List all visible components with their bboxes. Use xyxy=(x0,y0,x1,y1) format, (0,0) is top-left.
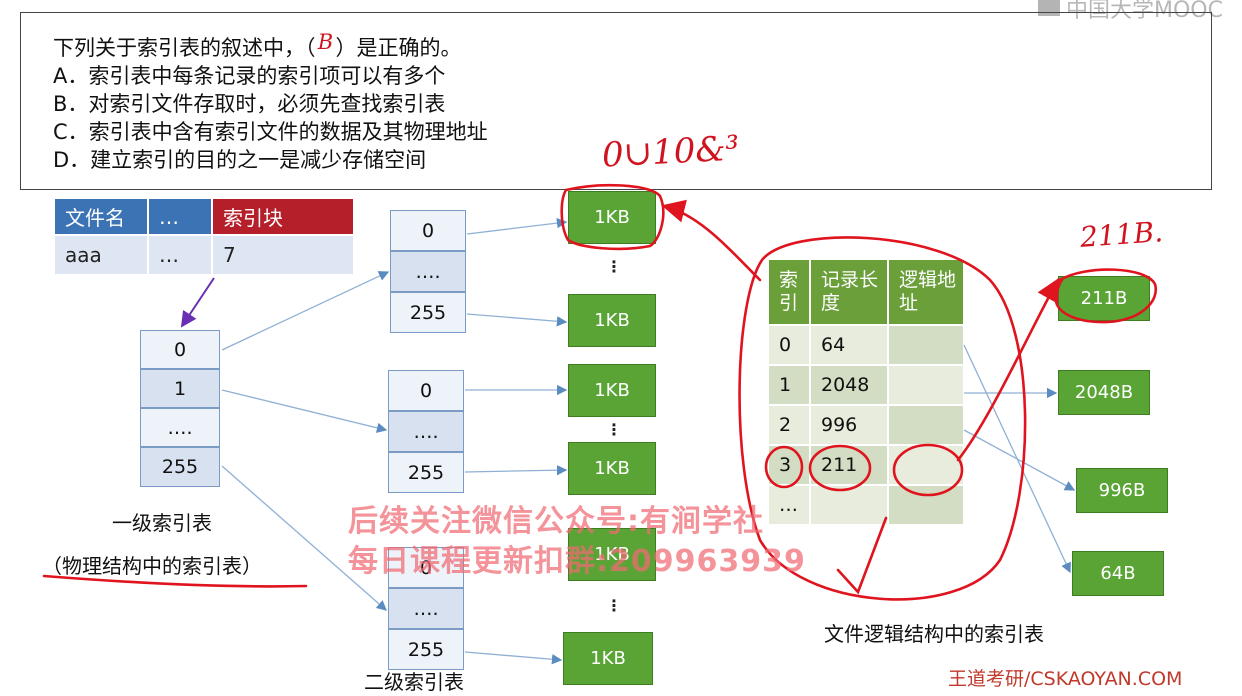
level2-caption: 二级索引表 xyxy=(364,670,464,694)
logic-cell: 0 xyxy=(768,325,810,365)
arrow-l2c-255 xyxy=(464,651,563,665)
level2-b-entry: 0 xyxy=(388,370,464,411)
record-block: 996B xyxy=(1076,468,1168,513)
logic-cell: 996 xyxy=(810,405,888,445)
option-b: B．对索引文件存取时，必须先查找索引表 xyxy=(53,92,446,116)
file-table-header-name: 文件名 xyxy=(54,198,148,235)
mooc-watermark: 中国大学MOOC xyxy=(1066,0,1223,23)
data-block: 1KB xyxy=(563,632,653,685)
file-table-cell-name: aaa xyxy=(54,235,148,275)
question-box: 下列关于索引表的叙述中，（B）是正确的。 A．索引表中每条记录的索引项可以有多个… xyxy=(20,12,1212,190)
arrow-l1-0 xyxy=(221,271,390,351)
logic-table-caption: 文件逻辑结构中的索引表 xyxy=(824,622,1044,646)
level2-c-entry: …. xyxy=(388,588,464,629)
brand-footer: 王道考研/CSKAOYAN.COM xyxy=(948,668,1183,690)
ellipsis-vertical-icon: ⋮ xyxy=(606,257,622,276)
data-block: 1KB xyxy=(568,528,656,581)
arrow-file-to-l1 xyxy=(180,277,215,328)
arrow-to-211b xyxy=(956,277,1060,462)
logic-cell: 2048 xyxy=(810,365,888,405)
logic-header-index: 索引 xyxy=(768,259,810,325)
circle-address-3 xyxy=(892,443,964,497)
file-table-header-etc: … xyxy=(148,198,212,235)
file-table-cell-etc: … xyxy=(148,235,212,275)
option-d: D．建立索引的目的之一是减少存储空间 xyxy=(53,148,427,172)
level1-subcaption: （物理结构中的索引表） xyxy=(42,554,262,578)
level2-c-entry: 0 xyxy=(388,547,464,588)
data-block: 1KB xyxy=(568,191,656,244)
logic-cell xyxy=(810,485,888,525)
arrow-rec-2 xyxy=(963,429,1076,491)
record-block: 64B xyxy=(1072,551,1164,596)
logic-cell xyxy=(888,365,964,405)
underline-subcaption xyxy=(42,574,308,588)
logic-cell xyxy=(888,405,964,445)
logic-cell: 1 xyxy=(768,365,810,405)
logic-cell: … xyxy=(768,485,810,525)
arrow-l2b-255 xyxy=(464,464,568,476)
level1-entry: 255 xyxy=(140,447,220,487)
record-block: 2048B xyxy=(1058,370,1150,415)
handwritten-note-top: 0∪10&³ xyxy=(601,128,741,176)
logic-cell: 64 xyxy=(810,325,888,365)
level2-a-entry: 255 xyxy=(390,292,466,333)
logic-cell: 2 xyxy=(768,405,810,445)
circle-len-211 xyxy=(808,444,872,492)
arrow-rec-0 xyxy=(963,344,1071,574)
logic-cell xyxy=(888,485,964,525)
logic-header-length: 记录长度 xyxy=(810,259,888,325)
check-mark xyxy=(836,516,888,595)
ellipsis-vertical-icon: ⋮ xyxy=(606,420,622,439)
circle-index-3 xyxy=(764,445,804,489)
data-block: 1KB xyxy=(568,364,656,417)
arrow-to-first-block xyxy=(661,199,762,282)
stem-after: ）是正确的。 xyxy=(335,36,462,60)
level2-a-entry: …. xyxy=(390,251,466,292)
stem-answer: B xyxy=(317,30,334,54)
arrow-l1-255 xyxy=(221,465,387,611)
option-c: C．索引表中含有索引文件的数据及其物理地址 xyxy=(53,120,488,144)
data-block: 1KB xyxy=(568,294,656,347)
circle-211b xyxy=(1054,268,1158,324)
question-stem: 下列关于索引表的叙述中，（B）是正确的。 xyxy=(53,30,462,62)
level1-caption: 一级索引表 xyxy=(112,511,212,535)
record-block: 211B xyxy=(1058,276,1150,321)
level2-a-entry: 0 xyxy=(390,210,466,251)
overlay-line-1: 后续关注微信公众号:有涧学社 xyxy=(348,504,764,539)
level2-b-entry: …. xyxy=(388,411,464,452)
logic-cell: 211 xyxy=(810,445,888,485)
data-block: 1KB xyxy=(568,442,656,495)
handwritten-note-right: 211B. xyxy=(1078,215,1164,254)
file-table-header-index-block: 索引块 xyxy=(212,198,354,235)
circle-first-block xyxy=(560,183,665,251)
stem-before: 下列关于索引表的叙述中，（ xyxy=(53,36,316,60)
circle-logic-table xyxy=(738,236,1027,601)
arrow-l2a-255 xyxy=(466,313,568,327)
file-table-cell-index-block: 7 xyxy=(212,235,354,275)
level1-entry: 1 xyxy=(140,369,220,408)
level2-c-entry: 255 xyxy=(388,629,464,670)
logic-header-address: 逻辑地址 xyxy=(888,259,964,325)
ellipsis-vertical-icon: ⋮ xyxy=(606,596,622,615)
option-a: A．索引表中每条记录的索引项可以有多个 xyxy=(53,64,446,88)
overlay-line-2: 每日课程更新扣群:209963939 xyxy=(348,544,806,579)
logic-cell xyxy=(888,325,964,365)
level2-b-entry: 255 xyxy=(388,452,464,493)
arrow-l1-1 xyxy=(221,389,388,433)
level1-entry: 0 xyxy=(140,330,220,369)
level1-entry: …. xyxy=(140,408,220,447)
arrow-l2a-0 xyxy=(466,217,568,235)
